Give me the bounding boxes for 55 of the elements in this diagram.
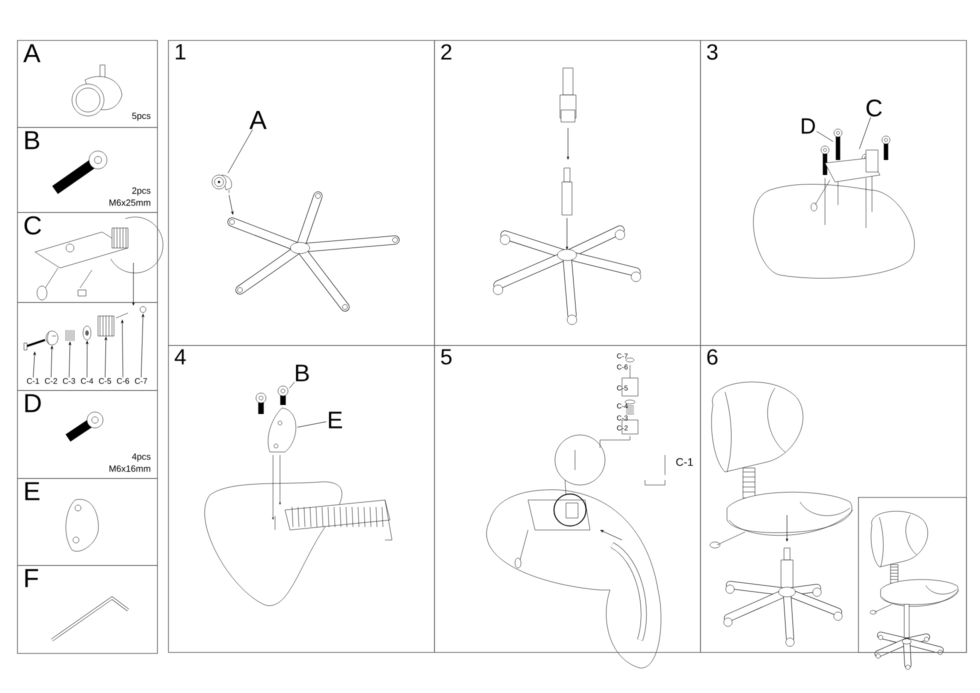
bracket-drawing (268, 408, 296, 452)
part-label: C (866, 100, 882, 116)
quantity-note: 5pcs (132, 112, 150, 121)
step-number: 2 (441, 44, 452, 60)
quantity-note: 2pcs M6x25mm (110, 187, 150, 206)
leader-arrow (104, 336, 108, 378)
quantity-note: 4pcs M6x16mm (110, 454, 150, 472)
bolt-drawing (24, 339, 46, 350)
mounting-plate-drawing (824, 150, 880, 182)
part-letter: F (25, 569, 38, 588)
leader-arrow (132, 262, 135, 306)
screw-drawing (834, 128, 842, 160)
leader-line (297, 421, 327, 428)
step-number: 3 (707, 44, 718, 60)
step-number: 1 (176, 44, 186, 60)
part-label: A (249, 111, 267, 129)
part-label: E (328, 412, 342, 428)
leader-arrow (86, 340, 88, 378)
part-letter: E (25, 482, 40, 500)
part-label: C-6 (116, 378, 130, 384)
caster-drawing (212, 174, 232, 194)
knob-drawing (98, 316, 114, 336)
leader-arrow (32, 352, 36, 378)
part-label: D (802, 118, 815, 134)
screw-drawing (278, 386, 288, 405)
step-number: 4 (174, 349, 186, 364)
leader-arrow (121, 320, 124, 378)
part-letter: B (25, 131, 40, 150)
part-letter: A (23, 44, 40, 62)
cap-drawing (46, 330, 58, 346)
parts-strip-panel (17, 302, 158, 391)
washer-drawing (82, 326, 92, 340)
leader-arrow (140, 314, 144, 378)
leader-arrow (68, 342, 72, 378)
spring-drawing (66, 330, 74, 342)
part-label: C-2 (44, 378, 58, 384)
step-number: 5 (441, 349, 452, 365)
leader-line (289, 382, 295, 388)
leader-line (228, 129, 253, 174)
part-label: C-4 (80, 378, 94, 384)
part-letter: C (24, 216, 41, 235)
part-label: C-7 (134, 378, 148, 384)
part-label: C-5 (98, 378, 112, 384)
part-label: B (296, 364, 309, 382)
leader-line (816, 131, 834, 142)
pin-drawing (116, 312, 128, 318)
part-label: C-1 (26, 378, 40, 384)
part-letter: D (25, 394, 41, 412)
part-label: C-1 (676, 458, 693, 466)
leader-line (859, 116, 871, 150)
inset-panel (858, 497, 967, 653)
ring-drawing (140, 306, 146, 313)
step-number: 6 (707, 349, 718, 365)
leader-arrow (50, 346, 54, 378)
part-label: C-3 (62, 378, 76, 384)
